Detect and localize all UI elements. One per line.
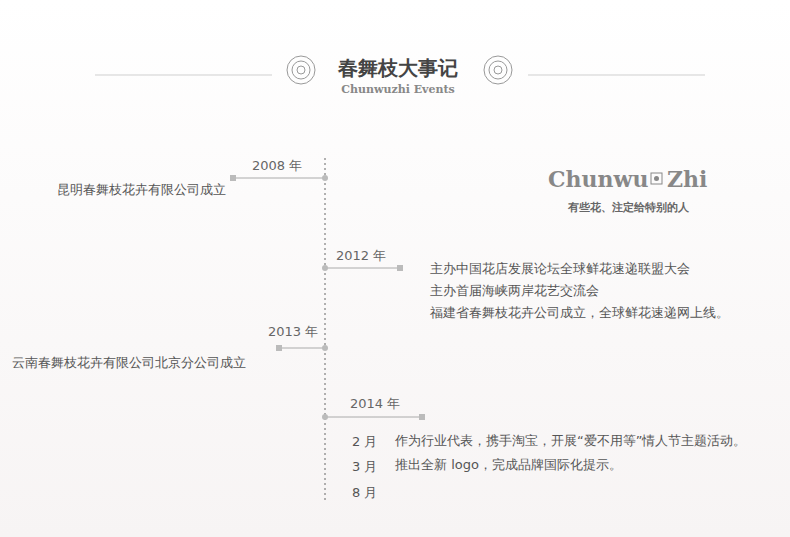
title-rule xyxy=(95,75,272,76)
year-leader xyxy=(276,345,328,351)
event-text: 福建省春舞枝花卉公司成立，全球鲜花速递网上线。 xyxy=(430,305,729,321)
year-label: 2008 年 xyxy=(252,158,302,174)
year-label: 2014 年 xyxy=(350,396,400,412)
subtitle: Chunwuzhi Events xyxy=(341,83,455,96)
title: 春舞枝大事记 xyxy=(338,56,458,80)
rose-icon xyxy=(484,56,512,84)
event-text: 作为行业代表，携手淘宝，开展“爱不用等”情人节主题活动。 xyxy=(395,433,746,449)
event-text: 主办中国花店发展论坛全球鲜花速递联盟大会 xyxy=(430,261,690,277)
logo-symbol xyxy=(651,173,662,184)
logo-symbol xyxy=(654,176,659,181)
month-label: 2 月 xyxy=(352,434,377,450)
event-text: 昆明春舞枝花卉有限公司成立 xyxy=(57,182,226,198)
year-leader xyxy=(322,265,403,271)
event-text: 云南春舞枝花卉有限公司北京分公司成立 xyxy=(12,355,246,371)
year-label: 2012 年 xyxy=(336,248,386,264)
slogan: 有些花、注定给特别的人 xyxy=(568,201,689,214)
timeline-axis xyxy=(325,158,326,500)
month-label: 3 月 xyxy=(352,459,377,475)
logo-text: Zhi xyxy=(667,166,707,192)
rose-icon xyxy=(287,56,315,84)
year-label: 2013 年 xyxy=(268,324,318,340)
logo-text: Chunwu xyxy=(548,166,648,192)
year-leader xyxy=(230,175,328,181)
year-leader xyxy=(322,414,425,420)
event-text: 主办首届海峡两岸花艺交流会 xyxy=(430,283,599,299)
title-rule xyxy=(528,75,705,76)
event-text: 推出全新 logo，完成品牌国际化提示。 xyxy=(395,457,622,473)
month-label: 8 月 xyxy=(352,485,377,501)
